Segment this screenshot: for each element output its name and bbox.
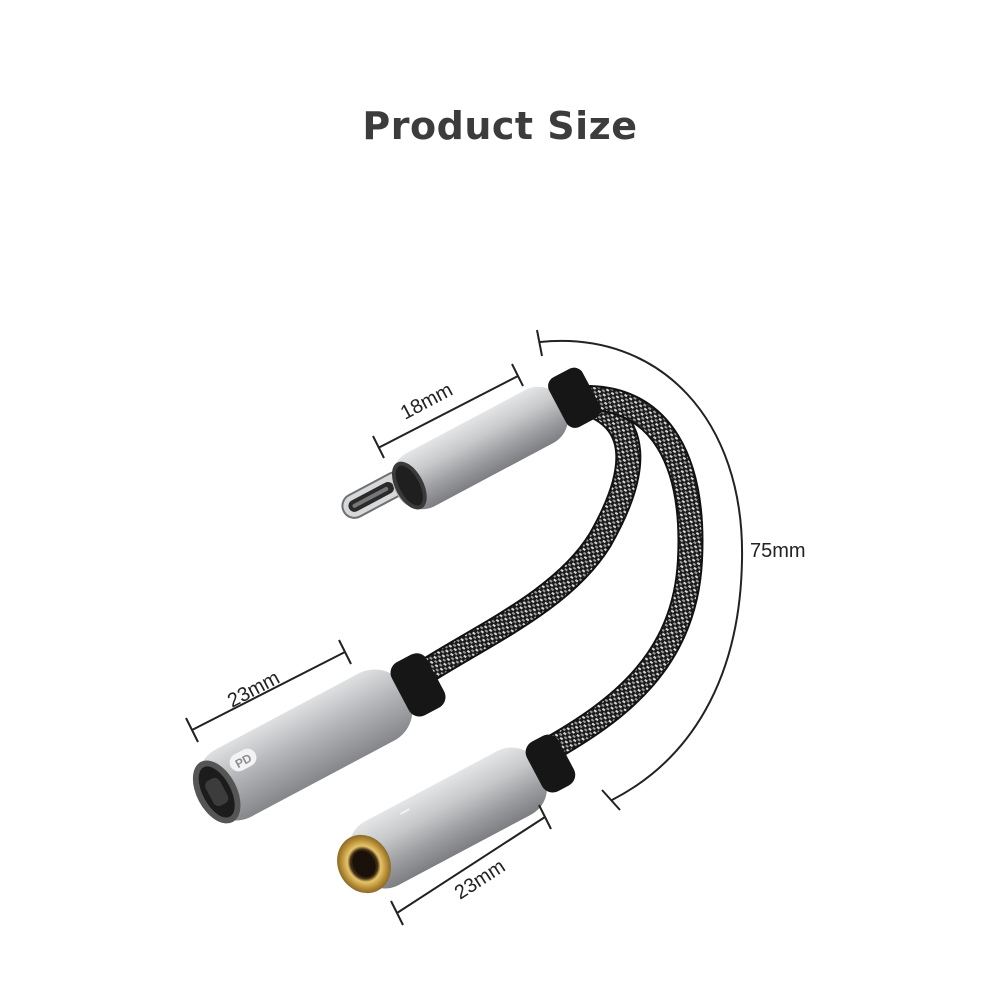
braided-cable — [392, 385, 704, 765]
dimension-usb-c-female — [185, 639, 352, 743]
dimension-label-75mm: 75mm — [750, 540, 806, 562]
audio-jack — [337, 734, 576, 894]
dimension-usb-c-plug — [372, 363, 524, 459]
page-title: Product Size — [362, 104, 638, 148]
pd-badge: PD — [229, 748, 257, 772]
dimension-audio-jack — [390, 804, 552, 926]
dimension-cable-length — [536, 329, 744, 811]
dimension-label-23mm-audio: 23mm — [451, 855, 510, 904]
usb-c-male-plug — [341, 367, 601, 519]
dimension-label-23mm-female: 23mm — [224, 667, 283, 713]
usb-c-female-port: PD — [192, 653, 446, 824]
dimension-label-18mm: 18mm — [397, 379, 456, 425]
